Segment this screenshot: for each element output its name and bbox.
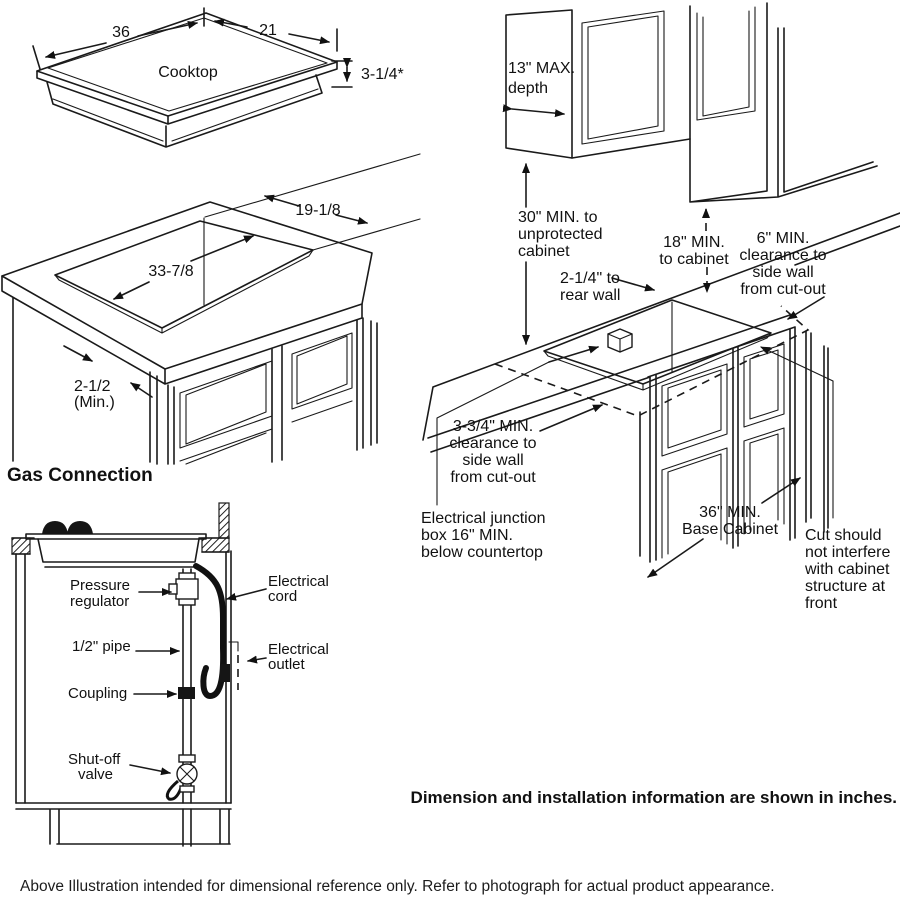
cut-warning-label-2: not interfere: [805, 544, 890, 561]
coupling-glyph: [178, 687, 195, 699]
junction-box-label-3: below countertop: [421, 544, 543, 561]
electrical-cord-label-1: Electrical: [268, 573, 329, 590]
unprotected-label-1: 30" MIN. to: [518, 209, 598, 226]
side-wall-right-label-3: side wall: [752, 264, 813, 281]
unprotected-label-3: cabinet: [518, 243, 570, 260]
dim-front-min-label-1: 2-1/2: [74, 378, 111, 395]
junction-box-label-1: Electrical junction: [421, 510, 546, 527]
dim-height-label: 3-1/4*: [361, 66, 404, 83]
cut-warning-label-4: structure at: [805, 578, 886, 595]
dim-front-min-label-2: (Min.): [74, 394, 115, 411]
electrical-cord-label-2: cord: [268, 588, 297, 605]
pressure-regulator-label-1: Pressure: [70, 577, 130, 594]
shutoff-valve-label-1: Shut-off: [68, 751, 121, 768]
electrical-outlet-label-2: outlet: [268, 656, 306, 673]
side-wall-right-label-2: clearance to: [739, 247, 826, 264]
cut-warning-label-3: with cabinet: [804, 561, 890, 578]
dim-width-label: 36: [112, 24, 130, 41]
pressure-regulator-glyph: [168, 572, 199, 606]
unprotected-label-2: unprotected: [518, 226, 603, 243]
side-wall-left-label-4: from cut-out: [450, 469, 536, 486]
max-depth-label-2: depth: [508, 80, 548, 97]
outlet-plug-glyph: [220, 664, 230, 682]
rear-wall-label-2: rear wall: [560, 287, 620, 304]
cooktop-label: Cooktop: [158, 64, 218, 81]
to-cabinet-label-1: 18" MIN.: [663, 234, 725, 251]
side-wall-right-label-4: from cut-out: [740, 281, 826, 298]
shutoff-valve-label-2: valve: [78, 766, 113, 783]
dim-depth-label: 21: [259, 22, 277, 39]
pressure-regulator-label-2: regulator: [70, 593, 129, 610]
junction-box-label-2: box 16" MIN.: [421, 527, 513, 544]
max-depth-label-1: 13" MAX.: [508, 60, 575, 77]
coupling-label: Coupling: [68, 685, 127, 702]
base-cabinet-label-2: Base Cabinet: [682, 521, 779, 538]
gas-connection-heading: Gas Connection: [7, 465, 153, 486]
side-wall-left-label-1: 3-3/4" MIN.: [453, 418, 533, 435]
cooktop-isometric-diagram: 36 21 3-1/4* Cooktop: [32, 7, 404, 148]
to-cabinet-label-2: to cabinet: [659, 251, 729, 268]
dimensions-note: Dimension and installation information a…: [411, 788, 897, 807]
dim-cutout-width-label: 19-1/8: [295, 202, 340, 219]
side-wall-right-label-1: 6" MIN.: [757, 230, 810, 247]
side-wall-left-label-2: clearance to: [449, 435, 536, 452]
counter-cutout-diagram: 19-1/8 33-7/8 2-1/2 (Min.): [1, 153, 421, 465]
cut-warning-label-1: Cut should: [805, 527, 882, 544]
gas-connection-diagram: Gas Connection: [7, 465, 329, 847]
shutoff-valve-glyph: [165, 754, 198, 801]
dim-cutout-length-label: 33-7/8: [148, 263, 193, 280]
cut-warning-label-5: front: [805, 595, 838, 612]
footer-disclaimer: Above Illustration intended for dimensio…: [20, 878, 775, 895]
pipe-label: 1/2" pipe: [72, 638, 131, 655]
side-wall-left-label-3: side wall: [462, 452, 523, 469]
cabinet-installation-diagram: 13" MAX. depth 30" MIN. to unprotected c…: [421, 2, 900, 612]
base-cabinet-label-1: 36" MIN.: [699, 504, 761, 521]
electrical-outlet-label-1: Electrical: [268, 641, 329, 658]
rear-wall-label-1: 2-1/4" to: [560, 270, 620, 287]
